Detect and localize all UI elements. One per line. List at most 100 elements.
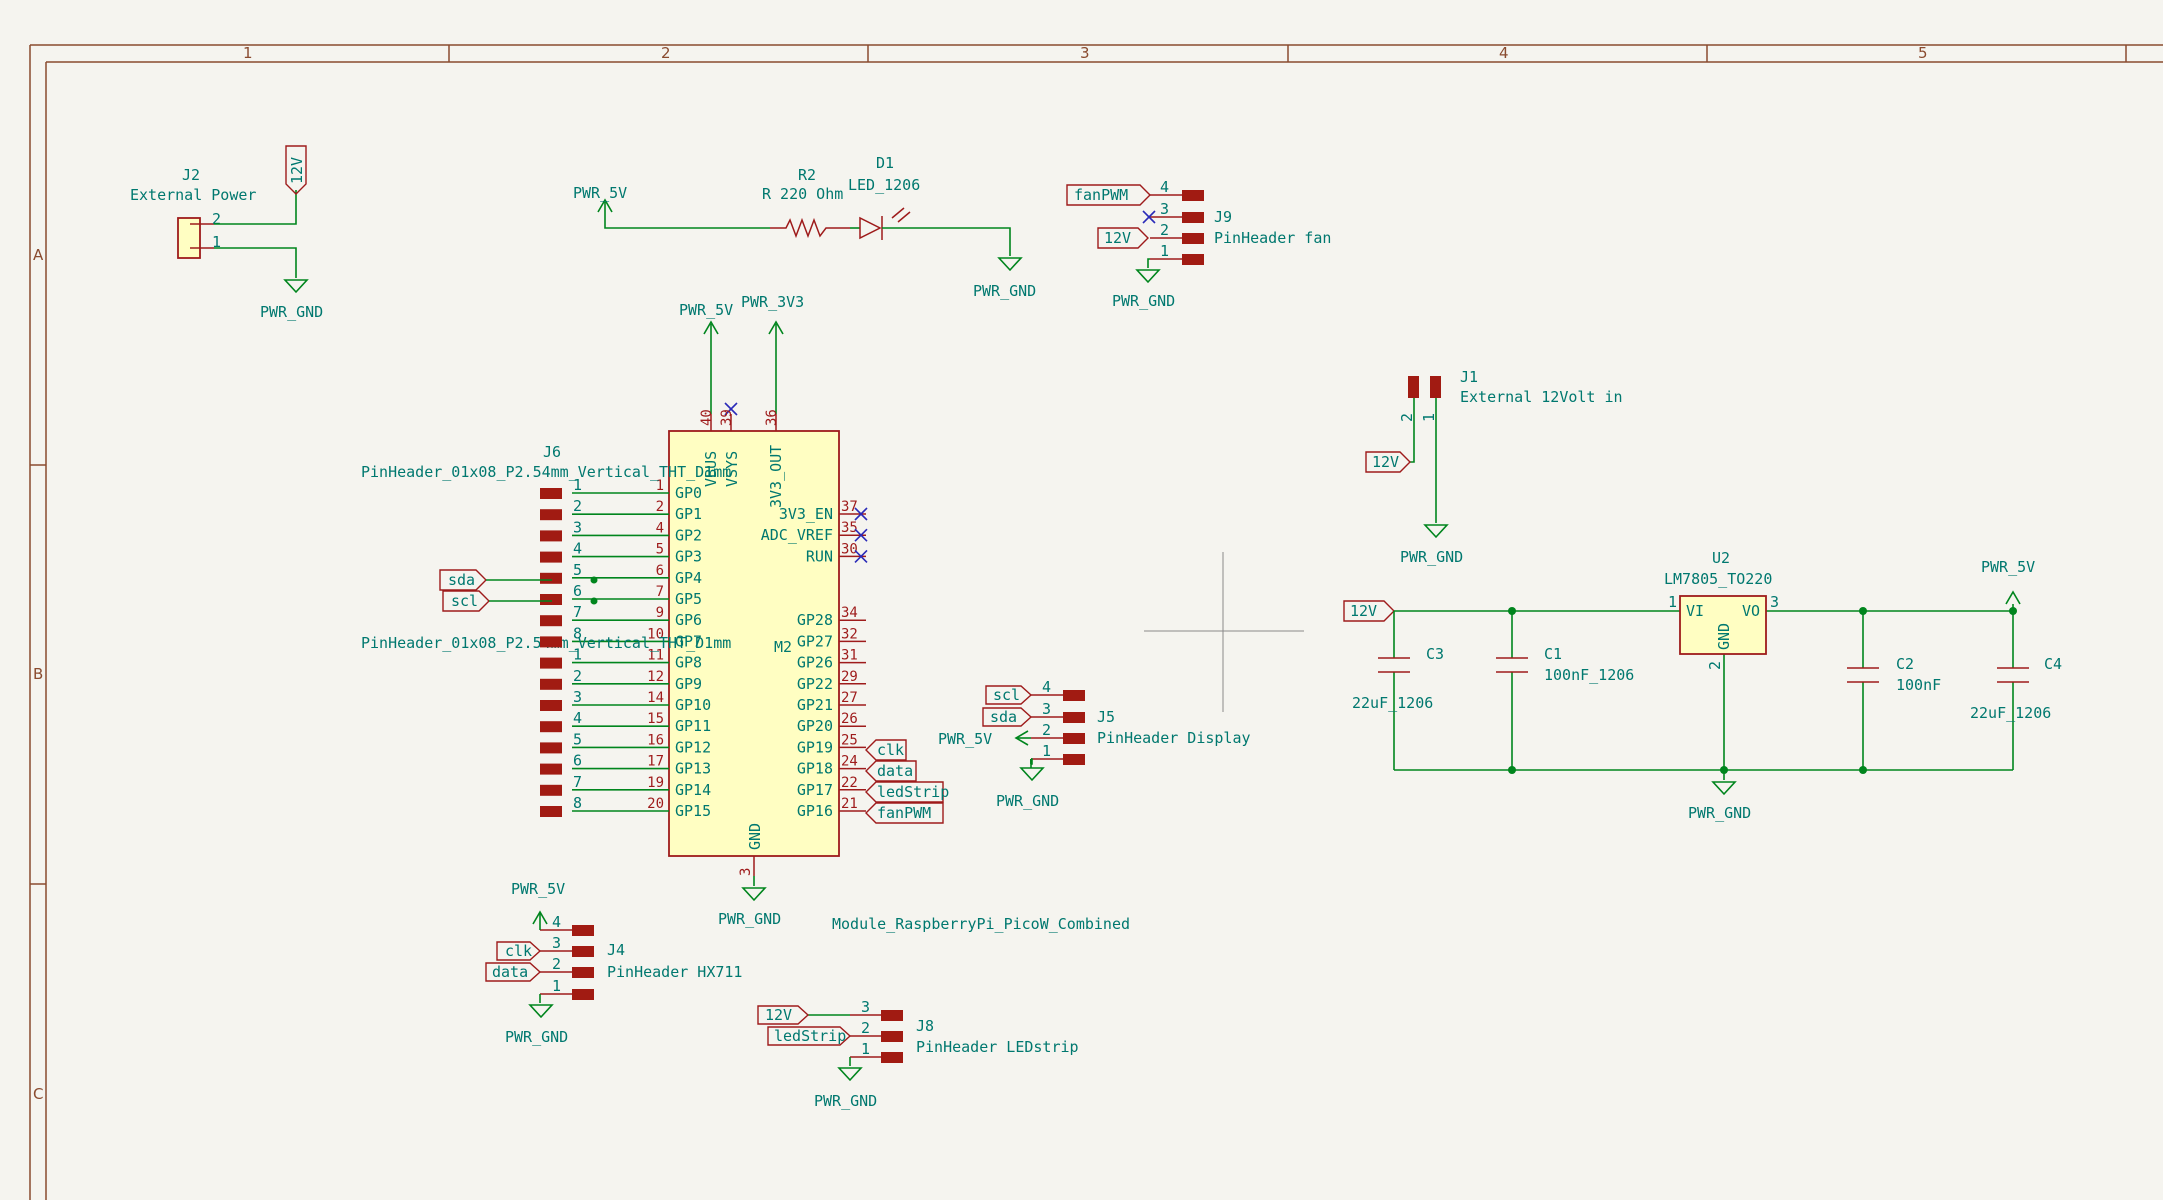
- label-text: scl: [451, 592, 478, 610]
- m2-pin-num: 7: [656, 584, 664, 600]
- junction: [1508, 766, 1516, 774]
- m2-raspberry-pi-picow[interactable]: 40 39 36 VBUS VSYS 3V3_OUT M2 Module_Ras…: [668, 402, 1130, 933]
- j4-pin-num: 4: [552, 913, 561, 931]
- u2-pin-num: 2: [1706, 661, 1724, 670]
- c1-capacitor[interactable]: C1 100nF_1206: [1496, 645, 1634, 684]
- label-text: sda: [448, 571, 475, 589]
- regulator-wiring: [1393, 604, 2017, 780]
- j4-pin: [572, 989, 594, 1000]
- m2-pin-name: GP18: [797, 760, 833, 778]
- m2-pin-num: 36: [764, 409, 780, 426]
- j9-pin: [1182, 212, 1204, 223]
- j5-pinheader-display[interactable]: J5 PinHeader Display 4 3 2 1: [1016, 678, 1251, 765]
- u2-lm7805[interactable]: U2 LM7805_TO220 VI VO GND 1 3 2: [1664, 549, 1779, 670]
- m2-pin-num: 31: [841, 648, 858, 664]
- label-text: data: [877, 762, 913, 780]
- frame-row-label: C: [33, 1085, 43, 1103]
- power-gnd-label: PWR_GND: [1688, 804, 1751, 822]
- j8-pin-num: 2: [861, 1019, 870, 1037]
- j8-pin: [881, 1031, 903, 1042]
- u2-pin-vo: VO: [1742, 602, 1760, 620]
- c2-ref: C2: [1896, 655, 1914, 673]
- gnd-symbol-j9: PWR_GND: [1112, 269, 1175, 310]
- j1-external-12v-in[interactable]: J1 External 12Volt in 2 1: [1398, 368, 1623, 523]
- j9-pin: [1182, 254, 1204, 265]
- gnd-symbol-m2: PWR_GND: [718, 876, 781, 928]
- m2-pin-name: GP20: [797, 717, 833, 735]
- label-text: data: [492, 963, 528, 981]
- m2-pin-num: 6: [656, 563, 664, 579]
- j6-pin-num: 7: [573, 773, 582, 791]
- r2-resistor[interactable]: R2 R 220 Ohm: [762, 166, 850, 239]
- power-gnd-label: PWR_GND: [814, 1092, 877, 1110]
- j9-pinheader-fan[interactable]: J9 PinHeader fan 4 3 2 1: [1142, 178, 1331, 268]
- m2-pin-num: 27: [841, 690, 858, 706]
- j6-pin-num: 3: [573, 688, 582, 706]
- j6-pin: [540, 784, 562, 796]
- m2-pin-name: VBUS: [702, 451, 720, 487]
- j2-value: External Power: [130, 186, 256, 204]
- pwr-3v3-pico: PWR_3V3: [741, 293, 804, 414]
- m2-pin-name: GND: [746, 823, 764, 850]
- j5-pin: [1063, 690, 1085, 701]
- label-text: 12V: [1372, 453, 1399, 471]
- pwr-5v-led: PWR_5V: [573, 184, 627, 213]
- no-connect-mark: [854, 549, 868, 563]
- m2-pin-num: 40: [699, 409, 715, 426]
- j2-external-power[interactable]: J2 External Power 2 1: [130, 166, 297, 278]
- c2-value: 100nF: [1896, 676, 1941, 694]
- m2-pin-num: 14: [647, 690, 664, 706]
- j9-ref: J9: [1214, 208, 1232, 226]
- c4-value: 22uF_1206: [1970, 704, 2051, 722]
- c2-capacitor[interactable]: C2 100nF: [1847, 655, 1941, 694]
- j6-pin: [540, 594, 562, 605]
- j8-pinheader-ledstrip[interactable]: J8 PinHeader LEDstrip 3 2 1: [808, 998, 1079, 1066]
- frame-col-label: 1: [243, 44, 253, 62]
- j6-junctions: [590, 576, 598, 605]
- label-text: scl: [993, 686, 1020, 704]
- j8-pin: [881, 1052, 903, 1063]
- j6-pin: [540, 488, 562, 499]
- m2-pin-name: GP15: [675, 802, 711, 820]
- j5-pin: [1063, 754, 1085, 765]
- m2-pin-name: GP5: [675, 590, 702, 608]
- pwr-5v-reg: PWR_5V: [1981, 558, 2035, 605]
- m2-pin-name: 3V3_EN: [779, 505, 833, 523]
- m2-pin-num: 37: [841, 499, 858, 515]
- m2-ref: M2: [774, 638, 792, 656]
- c4-capacitor[interactable]: C4 22uF_1206: [1970, 655, 2062, 722]
- label-scl-j5: scl: [985, 685, 1033, 705]
- m2-pin-num: 1: [656, 478, 664, 494]
- j1-pin: [1408, 376, 1419, 398]
- m2-pin-name: GP19: [797, 738, 833, 756]
- m2-pin-name: GP21: [797, 696, 833, 714]
- m2-pin-num: 32: [841, 626, 858, 642]
- u2-pin-vi: VI: [1686, 602, 1704, 620]
- frame-col-label: 4: [1499, 44, 1509, 62]
- m2-pin-name: GP10: [675, 696, 711, 714]
- j6-pin-num: 8: [573, 794, 582, 812]
- label-text: ledStrip: [774, 1027, 846, 1045]
- m2-pin-name: GP14: [675, 781, 711, 799]
- power-gnd-label: PWR_GND: [260, 303, 323, 321]
- label-text: 12V: [1350, 602, 1377, 620]
- m2-pin-num: 25: [841, 732, 858, 748]
- m2-pin-num: 24: [841, 754, 858, 770]
- j6-pin-num: 8: [573, 624, 582, 642]
- power-gnd-label: PWR_GND: [505, 1028, 568, 1046]
- m2-pin-num: 2: [656, 499, 664, 515]
- j4-pinheader-hx711[interactable]: J4 PinHeader HX711 4 3 2 1: [539, 912, 742, 1003]
- j5-pin-num: 4: [1042, 678, 1051, 696]
- j6-pin: [540, 636, 562, 648]
- c3-capacitor[interactable]: C3 22uF_1206: [1352, 645, 1444, 712]
- junction: [1859, 766, 1867, 774]
- label-clk-j4: clk: [496, 941, 542, 961]
- m2-pin-name: GP6: [675, 611, 702, 629]
- d1-led[interactable]: D1 LED_1206: [848, 154, 1011, 256]
- m2-pin-num: 19: [647, 775, 664, 791]
- pwr-5v-j4: PWR_5V: [511, 880, 565, 925]
- m2-pin-name: GP2: [675, 526, 702, 544]
- label-ledstrip-pico: ledStrip: [865, 781, 949, 803]
- j6-pin: [540, 615, 562, 627]
